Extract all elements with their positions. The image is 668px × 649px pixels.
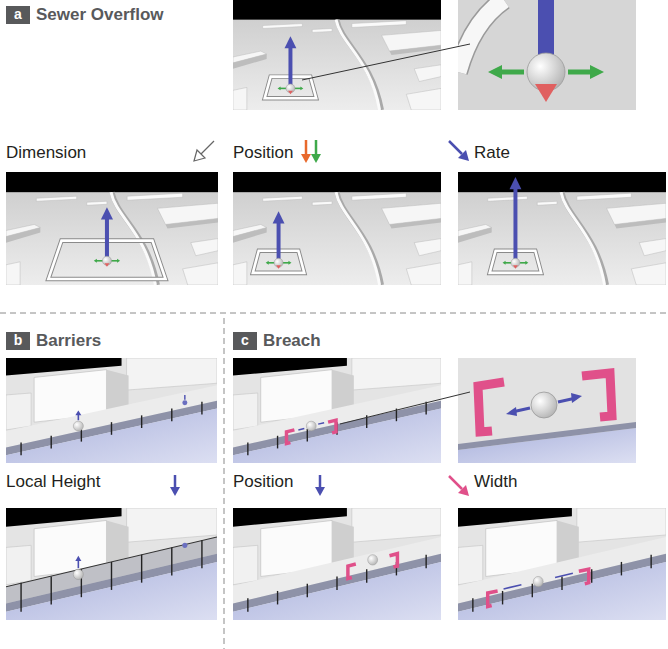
panel-letter: b (6, 332, 30, 350)
operation-label: Position (233, 143, 293, 163)
panel-heading: c Breach (233, 331, 321, 351)
panel-title: Breach (263, 331, 321, 351)
panel-letter: c (233, 332, 257, 350)
panel-title: Barriers (36, 331, 101, 351)
operation-label: Rate (474, 143, 510, 163)
operation-label: Local Height (6, 472, 101, 492)
operation-label: Position (233, 472, 293, 492)
panel-letter: a (6, 6, 30, 24)
panel-heading: a Sewer Overflow (6, 5, 164, 25)
panel-title: Sewer Overflow (36, 5, 164, 25)
operation-label: Width (474, 472, 517, 492)
operation-label: Dimension (6, 143, 86, 163)
panel-heading: b Barriers (6, 331, 101, 351)
